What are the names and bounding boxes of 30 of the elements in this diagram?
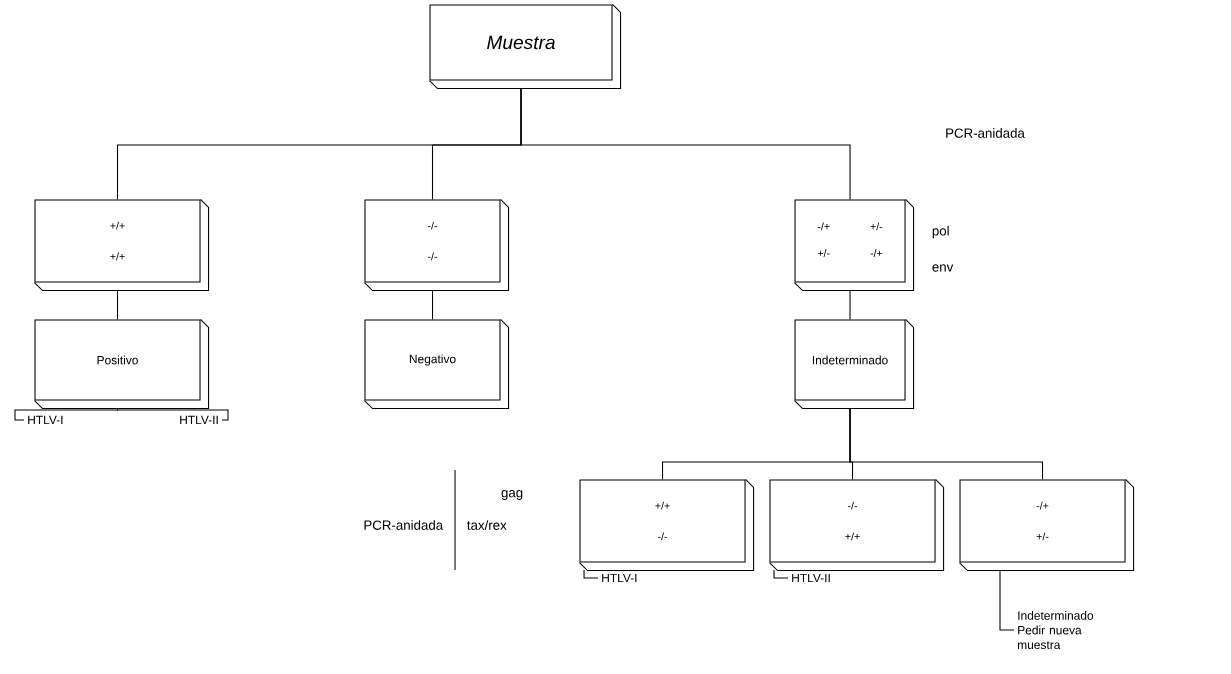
node-text: HTLV-II [180, 415, 218, 425]
node-text: HTLV-I [28, 415, 63, 425]
connector-line [117, 290, 119, 320]
process-box: Indeterminado [794, 318, 915, 410]
process-box: +/+ -/- [578, 478, 755, 572]
connector-line [849, 290, 851, 320]
process-box: -/+ +/- [958, 478, 1135, 572]
connector-line [849, 408, 1044, 480]
connector-line [14, 408, 119, 421]
side-label: tax/rex [467, 520, 507, 530]
process-box: -/+ +/- +/- -/+ [794, 198, 915, 292]
process-box: Negativo [363, 318, 510, 410]
node-text: HTLV-I [602, 573, 637, 583]
process-box: +/+ +/+ [33, 198, 210, 292]
process-box: -/- -/- [363, 198, 510, 292]
connector-line [431, 290, 434, 320]
node-text: HTLV-II [792, 573, 830, 583]
connector-line [117, 408, 229, 421]
node-text: Indeterminado Pedir nueva muestra [1018, 611, 1094, 649]
side-label: pol [932, 225, 949, 239]
connector-line [520, 88, 851, 200]
side-label: env [932, 264, 954, 272]
connector-line [773, 569, 789, 579]
connector-line [583, 569, 599, 579]
process-box: Muestra [428, 3, 622, 90]
connector-line [999, 569, 1015, 631]
process-box: -/- +/+ [768, 478, 945, 572]
side-label: gag [501, 490, 523, 500]
side-label: PCR-anidada [946, 128, 1025, 138]
side-label: PCR-anidada [364, 520, 444, 530]
